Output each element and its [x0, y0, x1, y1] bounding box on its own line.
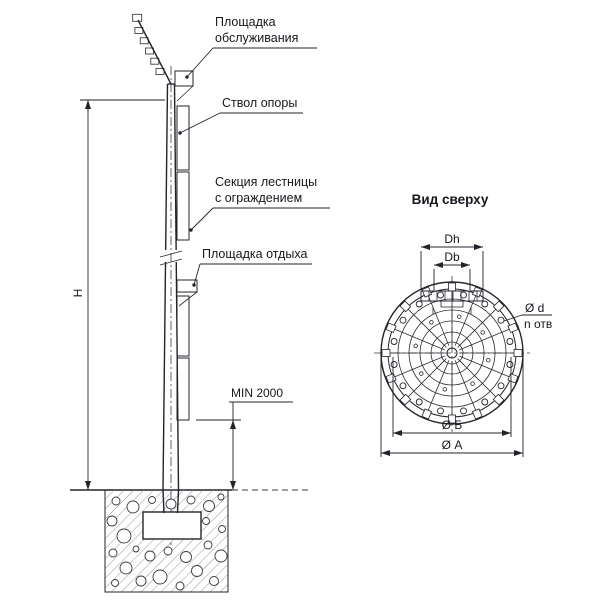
flange-top-view: Вид сверху: [374, 192, 552, 457]
aggregate-stones: [106, 493, 228, 591]
bolt-circle-dia-label: Ø Б: [442, 418, 463, 432]
bolt-holes: [390, 291, 514, 415]
hole-dia-label: Ø d: [525, 301, 544, 315]
head-bracket: [420, 290, 484, 314]
lamp-crown: [132, 13, 172, 85]
mast-front-view: H MIN 2000 Площадка обслуживания Ствол о…: [70, 13, 330, 593]
service-platform-label-line1: Площадка: [215, 15, 276, 29]
callout-ladder-section: Секция лестницы с ограждением: [189, 175, 330, 232]
ladder-section-2: [176, 171, 190, 241]
height-dimension-label: H: [71, 289, 85, 298]
callout-pole-trunk: Ствол опоры: [178, 96, 303, 135]
min-clearance-label: MIN 2000: [231, 386, 283, 400]
pole-trunk: [159, 66, 183, 545]
height-dimension: H: [71, 99, 165, 490]
dh-dimension: Dh: [420, 232, 484, 290]
ladder-section-1: [176, 105, 190, 171]
callout-rest-platform: Площадка отдыха: [192, 247, 312, 287]
ladder-section-4: [176, 357, 190, 421]
dh-label: Dh: [444, 232, 459, 246]
pole-trunk-label: Ствол опоры: [222, 96, 297, 110]
holes-count-label: n отв: [524, 317, 552, 331]
callout-service-platform: Площадка обслуживания: [185, 15, 317, 79]
outer-dia-label: Ø А: [442, 438, 463, 452]
foundation: [104, 489, 229, 593]
outer-dia-dimension: Ø А: [380, 357, 524, 457]
db-label: Db: [444, 250, 460, 264]
bolt-circle-dimension: Ø Б: [392, 357, 512, 437]
ladder-sections: [176, 105, 190, 421]
inner-rivets: [413, 314, 491, 392]
radial-ribs: [381, 282, 523, 424]
db-dimension: Db: [433, 250, 471, 290]
rest-platform-label: Площадка отдыха: [202, 247, 307, 261]
foundation-block: [142, 511, 202, 540]
hole-callout: Ø d n отв: [503, 301, 552, 331]
rest-platform: [176, 279, 198, 307]
service-platform: [174, 70, 194, 102]
ladder-label-line2: с ограждением: [215, 191, 302, 205]
service-platform-label-line2: обслуживания: [215, 31, 298, 45]
min-clearance-dimension: MIN 2000: [196, 386, 293, 490]
ladder-section-3: [176, 295, 190, 357]
ladder-label-line1: Секция лестницы: [215, 175, 317, 189]
top-view-title: Вид сверху: [412, 192, 489, 207]
